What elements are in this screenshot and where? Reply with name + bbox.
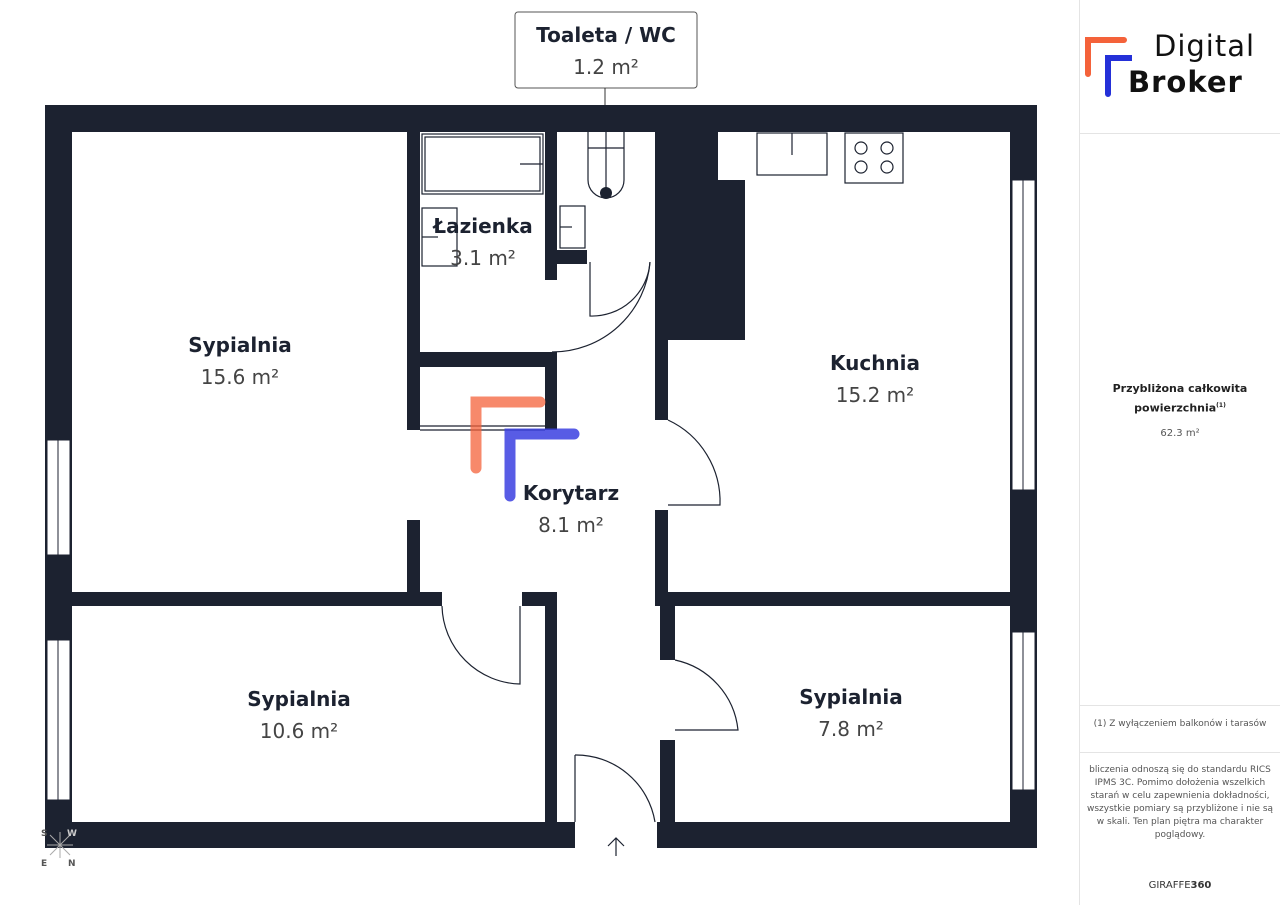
room-name: Toaleta / WC xyxy=(536,23,676,47)
room-area: 10.6 m² xyxy=(260,719,338,743)
room-area: 15.2 m² xyxy=(836,383,914,407)
room-area: 3.1 m² xyxy=(450,246,516,270)
room-area: 1.2 m² xyxy=(573,55,639,79)
svg-text:N: N xyxy=(68,859,76,869)
floor-plan: Toaleta / WC 1.2 m² Łazienka 3.1 m² Sypi… xyxy=(41,11,1037,869)
room-area: 7.8 m² xyxy=(818,717,884,741)
svg-text:W: W xyxy=(67,829,77,839)
wall xyxy=(45,822,575,848)
giraffe360-logo: GIRAFFE360 xyxy=(1148,880,1212,891)
room-name: Sypialnia xyxy=(247,687,351,711)
total-area-value: 62.3 m² xyxy=(1160,428,1200,439)
room-area: 8.1 m² xyxy=(538,513,604,537)
footnote: (1) Z wyłączeniem balkonów i tarasów xyxy=(1093,719,1267,729)
wall xyxy=(657,822,1037,848)
watermark-logo xyxy=(504,428,580,502)
interior-walls xyxy=(72,132,1010,822)
room-area: 15.6 m² xyxy=(201,365,279,389)
watermark-logo xyxy=(470,396,546,474)
svg-text:E: E xyxy=(41,859,47,869)
room-name: Łazienka xyxy=(432,214,532,238)
total-area-label: Przybliżona całkowita powierzchnia(1) xyxy=(1112,382,1248,415)
disclaimer: bliczenia odnoszą się do standardu RICS … xyxy=(1086,765,1274,840)
wc-callout xyxy=(514,11,698,89)
window xyxy=(46,179,1036,801)
room-name: Korytarz xyxy=(523,481,619,505)
room-name: Sypialnia xyxy=(188,333,292,357)
room-name: Kuchnia xyxy=(830,351,920,375)
toilet-icon xyxy=(600,187,612,199)
wall xyxy=(45,105,1037,132)
room-name: Sypialnia xyxy=(799,685,903,709)
svg-text:S: S xyxy=(41,829,47,839)
compass-icon: S W E N xyxy=(41,829,77,869)
